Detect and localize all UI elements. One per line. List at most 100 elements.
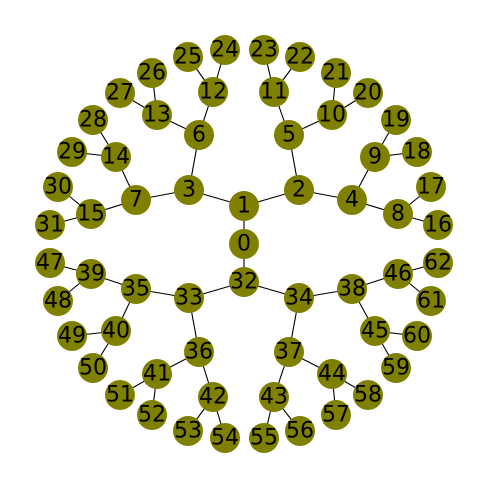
node-circle-12 bbox=[198, 77, 228, 107]
node-label-22: 22 bbox=[286, 45, 314, 70]
node-24: 24 bbox=[210, 35, 240, 65]
node-38: 38 bbox=[337, 274, 367, 304]
node-circle-24 bbox=[210, 35, 240, 65]
node-label-25: 25 bbox=[174, 45, 202, 70]
node-label-59: 59 bbox=[382, 356, 410, 381]
node-circle-46 bbox=[383, 259, 413, 289]
node-9: 9 bbox=[360, 142, 390, 172]
node-circle-40 bbox=[101, 316, 131, 346]
node-21: 21 bbox=[321, 58, 351, 88]
node-32: 32 bbox=[229, 267, 259, 297]
node-circle-56 bbox=[285, 416, 315, 446]
node-label-29: 29 bbox=[58, 140, 86, 165]
node-circle-41 bbox=[142, 359, 172, 389]
node-label-42: 42 bbox=[199, 385, 227, 410]
node-label-61: 61 bbox=[417, 289, 445, 314]
node-circle-15 bbox=[76, 199, 106, 229]
node-label-26: 26 bbox=[138, 61, 166, 86]
node-label-19: 19 bbox=[382, 108, 410, 133]
node-label-24: 24 bbox=[211, 38, 239, 63]
node-label-13: 13 bbox=[143, 103, 171, 128]
node-0: 0 bbox=[229, 229, 259, 259]
node-label-30: 30 bbox=[44, 175, 72, 200]
node-25: 25 bbox=[173, 42, 203, 72]
node-8: 8 bbox=[383, 199, 413, 229]
node-circle-48 bbox=[43, 286, 73, 316]
node-1: 1 bbox=[229, 191, 259, 221]
node-circle-16 bbox=[423, 210, 453, 240]
node-label-50: 50 bbox=[79, 356, 107, 381]
node-circle-35 bbox=[121, 274, 151, 304]
node-58: 58 bbox=[353, 380, 383, 410]
node-label-53: 53 bbox=[174, 419, 202, 444]
node-circle-29 bbox=[57, 137, 87, 167]
node-label-46: 46 bbox=[384, 262, 412, 287]
node-circle-38 bbox=[337, 274, 367, 304]
node-label-11: 11 bbox=[260, 80, 288, 105]
node-label-36: 36 bbox=[185, 340, 213, 365]
node-label-14: 14 bbox=[102, 145, 130, 170]
node-label-15: 15 bbox=[77, 202, 105, 227]
node-4: 4 bbox=[337, 185, 367, 215]
node-61: 61 bbox=[416, 286, 446, 316]
node-label-33: 33 bbox=[175, 286, 203, 311]
node-circle-8 bbox=[383, 199, 413, 229]
node-3: 3 bbox=[174, 175, 204, 205]
node-29: 29 bbox=[57, 137, 87, 167]
node-59: 59 bbox=[381, 353, 411, 383]
node-46: 46 bbox=[383, 259, 413, 289]
node-circle-53 bbox=[173, 416, 203, 446]
node-label-41: 41 bbox=[143, 362, 171, 387]
node-45: 45 bbox=[360, 316, 390, 346]
node-circle-51 bbox=[105, 380, 135, 410]
node-label-47: 47 bbox=[36, 251, 64, 276]
node-label-0: 0 bbox=[237, 232, 251, 257]
node-circle-47 bbox=[35, 248, 65, 278]
node-label-58: 58 bbox=[354, 383, 382, 408]
node-label-49: 49 bbox=[58, 324, 86, 349]
node-circle-55 bbox=[249, 423, 279, 453]
node-30: 30 bbox=[43, 172, 73, 202]
node-15: 15 bbox=[76, 199, 106, 229]
node-label-31: 31 bbox=[36, 213, 64, 238]
node-circle-58 bbox=[353, 380, 383, 410]
node-6: 6 bbox=[184, 120, 214, 150]
node-label-27: 27 bbox=[106, 81, 134, 106]
node-label-38: 38 bbox=[338, 277, 366, 302]
node-circle-36 bbox=[184, 337, 214, 367]
node-11: 11 bbox=[259, 77, 289, 107]
node-53: 53 bbox=[173, 416, 203, 446]
node-label-52: 52 bbox=[138, 403, 166, 428]
node-18: 18 bbox=[402, 137, 432, 167]
node-27: 27 bbox=[105, 78, 135, 108]
node-label-7: 7 bbox=[129, 188, 143, 213]
node-label-32: 32 bbox=[230, 270, 258, 295]
node-label-39: 39 bbox=[77, 262, 105, 287]
node-5: 5 bbox=[274, 120, 304, 150]
node-60: 60 bbox=[402, 321, 432, 351]
node-circle-39 bbox=[76, 259, 106, 289]
node-circle-0 bbox=[229, 229, 259, 259]
node-2: 2 bbox=[284, 175, 314, 205]
node-34: 34 bbox=[284, 283, 314, 313]
node-circle-25 bbox=[173, 42, 203, 72]
node-circle-45 bbox=[360, 316, 390, 346]
node-label-8: 8 bbox=[391, 202, 405, 227]
node-51: 51 bbox=[105, 380, 135, 410]
node-circle-34 bbox=[284, 283, 314, 313]
node-label-55: 55 bbox=[250, 426, 278, 451]
node-circle-4 bbox=[337, 185, 367, 215]
node-label-5: 5 bbox=[282, 123, 296, 148]
node-circle-61 bbox=[416, 286, 446, 316]
node-label-45: 45 bbox=[361, 319, 389, 344]
node-label-60: 60 bbox=[403, 324, 431, 349]
node-circle-22 bbox=[285, 42, 315, 72]
node-55: 55 bbox=[249, 423, 279, 453]
node-circle-44 bbox=[317, 359, 347, 389]
node-label-44: 44 bbox=[318, 362, 346, 387]
node-circle-11 bbox=[259, 77, 289, 107]
node-39: 39 bbox=[76, 259, 106, 289]
node-33: 33 bbox=[174, 283, 204, 313]
node-43: 43 bbox=[259, 382, 289, 412]
node-circle-52 bbox=[137, 400, 167, 430]
